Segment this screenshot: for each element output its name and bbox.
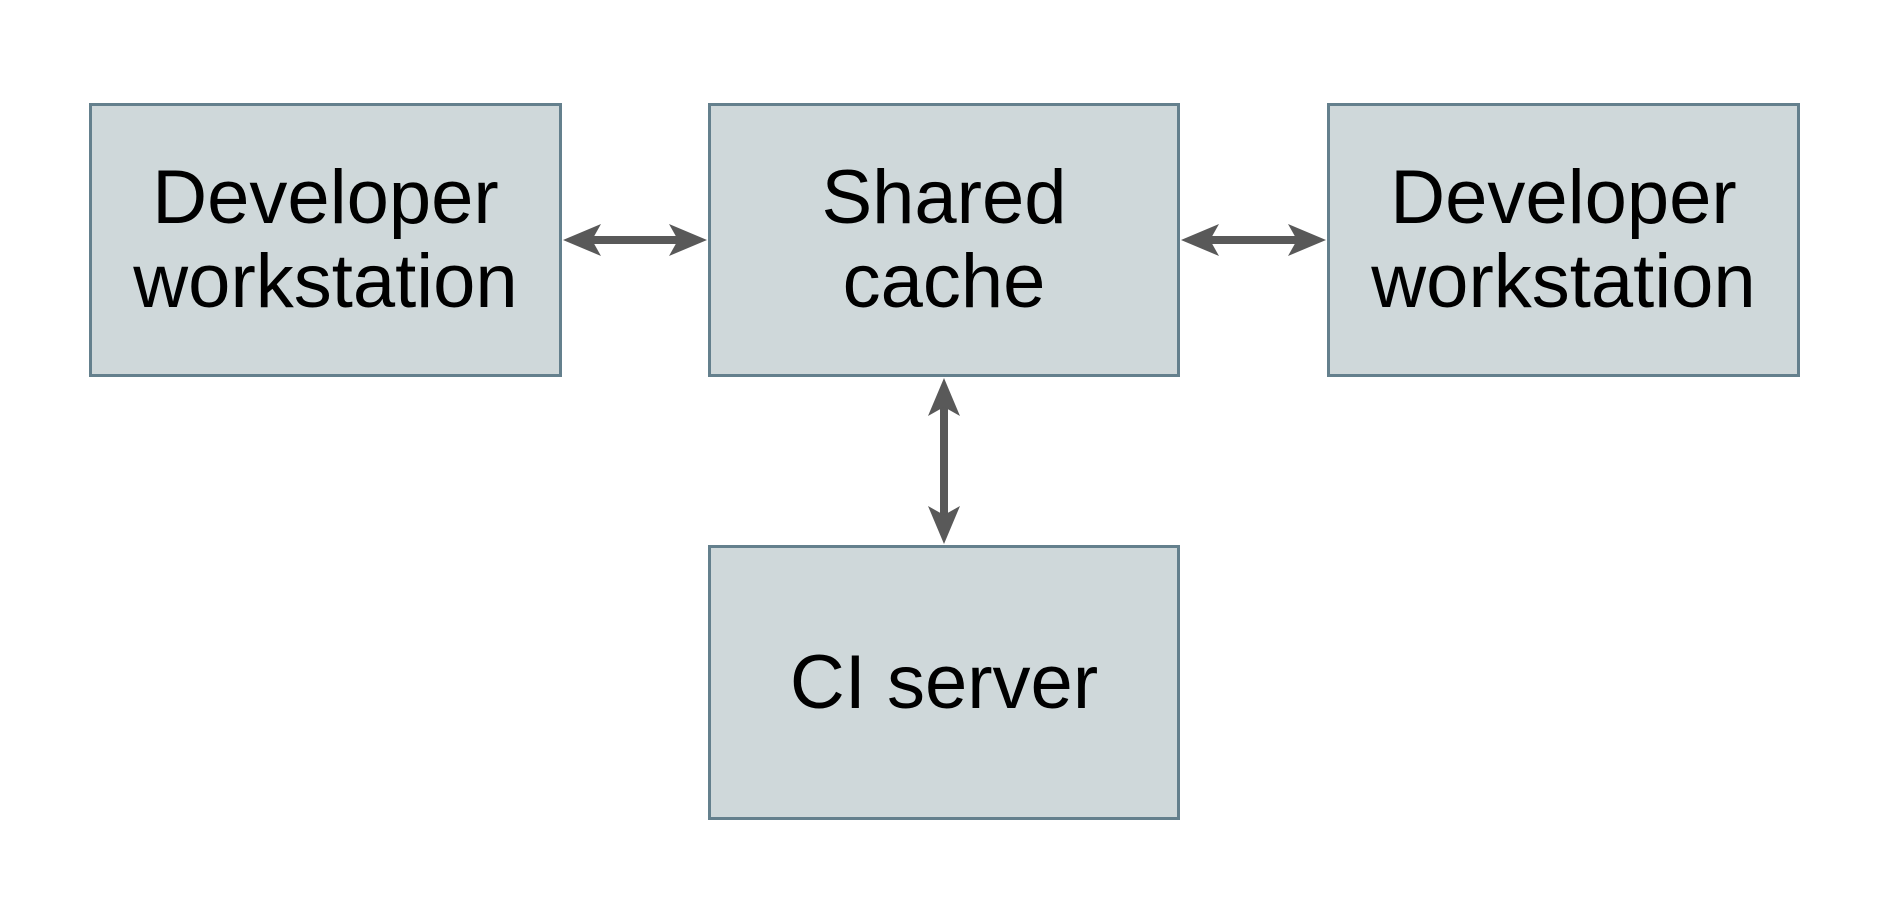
node-label-ci-server: CI server: [789, 639, 1099, 725]
double-arrow-devleft-cache-icon: [563, 224, 707, 256]
node-label-line: workstation: [133, 239, 518, 324]
node-label-line: workstation: [1371, 239, 1756, 324]
node-label-developer-workstation-left: Developer workstation: [133, 156, 517, 324]
node-label-line: Developer: [152, 155, 499, 240]
node-label-line: Shared: [821, 155, 1067, 240]
double-arrow-cache-ciserver-icon: [928, 378, 960, 544]
node-developer-workstation-left: Developer workstation: [89, 103, 562, 377]
node-label-line: CI server: [789, 639, 1099, 725]
node-ci-server: CI server: [708, 545, 1180, 820]
node-label-shared-cache: Shared cache: [821, 156, 1066, 324]
node-shared-cache: Shared cache: [708, 103, 1180, 377]
node-developer-workstation-right: Developer workstation: [1327, 103, 1800, 377]
node-label-line: cache: [842, 239, 1046, 324]
node-label-developer-workstation-right: Developer workstation: [1371, 156, 1755, 324]
node-label-line: Developer: [1390, 155, 1737, 240]
double-arrow-cache-devright-icon: [1181, 224, 1326, 256]
